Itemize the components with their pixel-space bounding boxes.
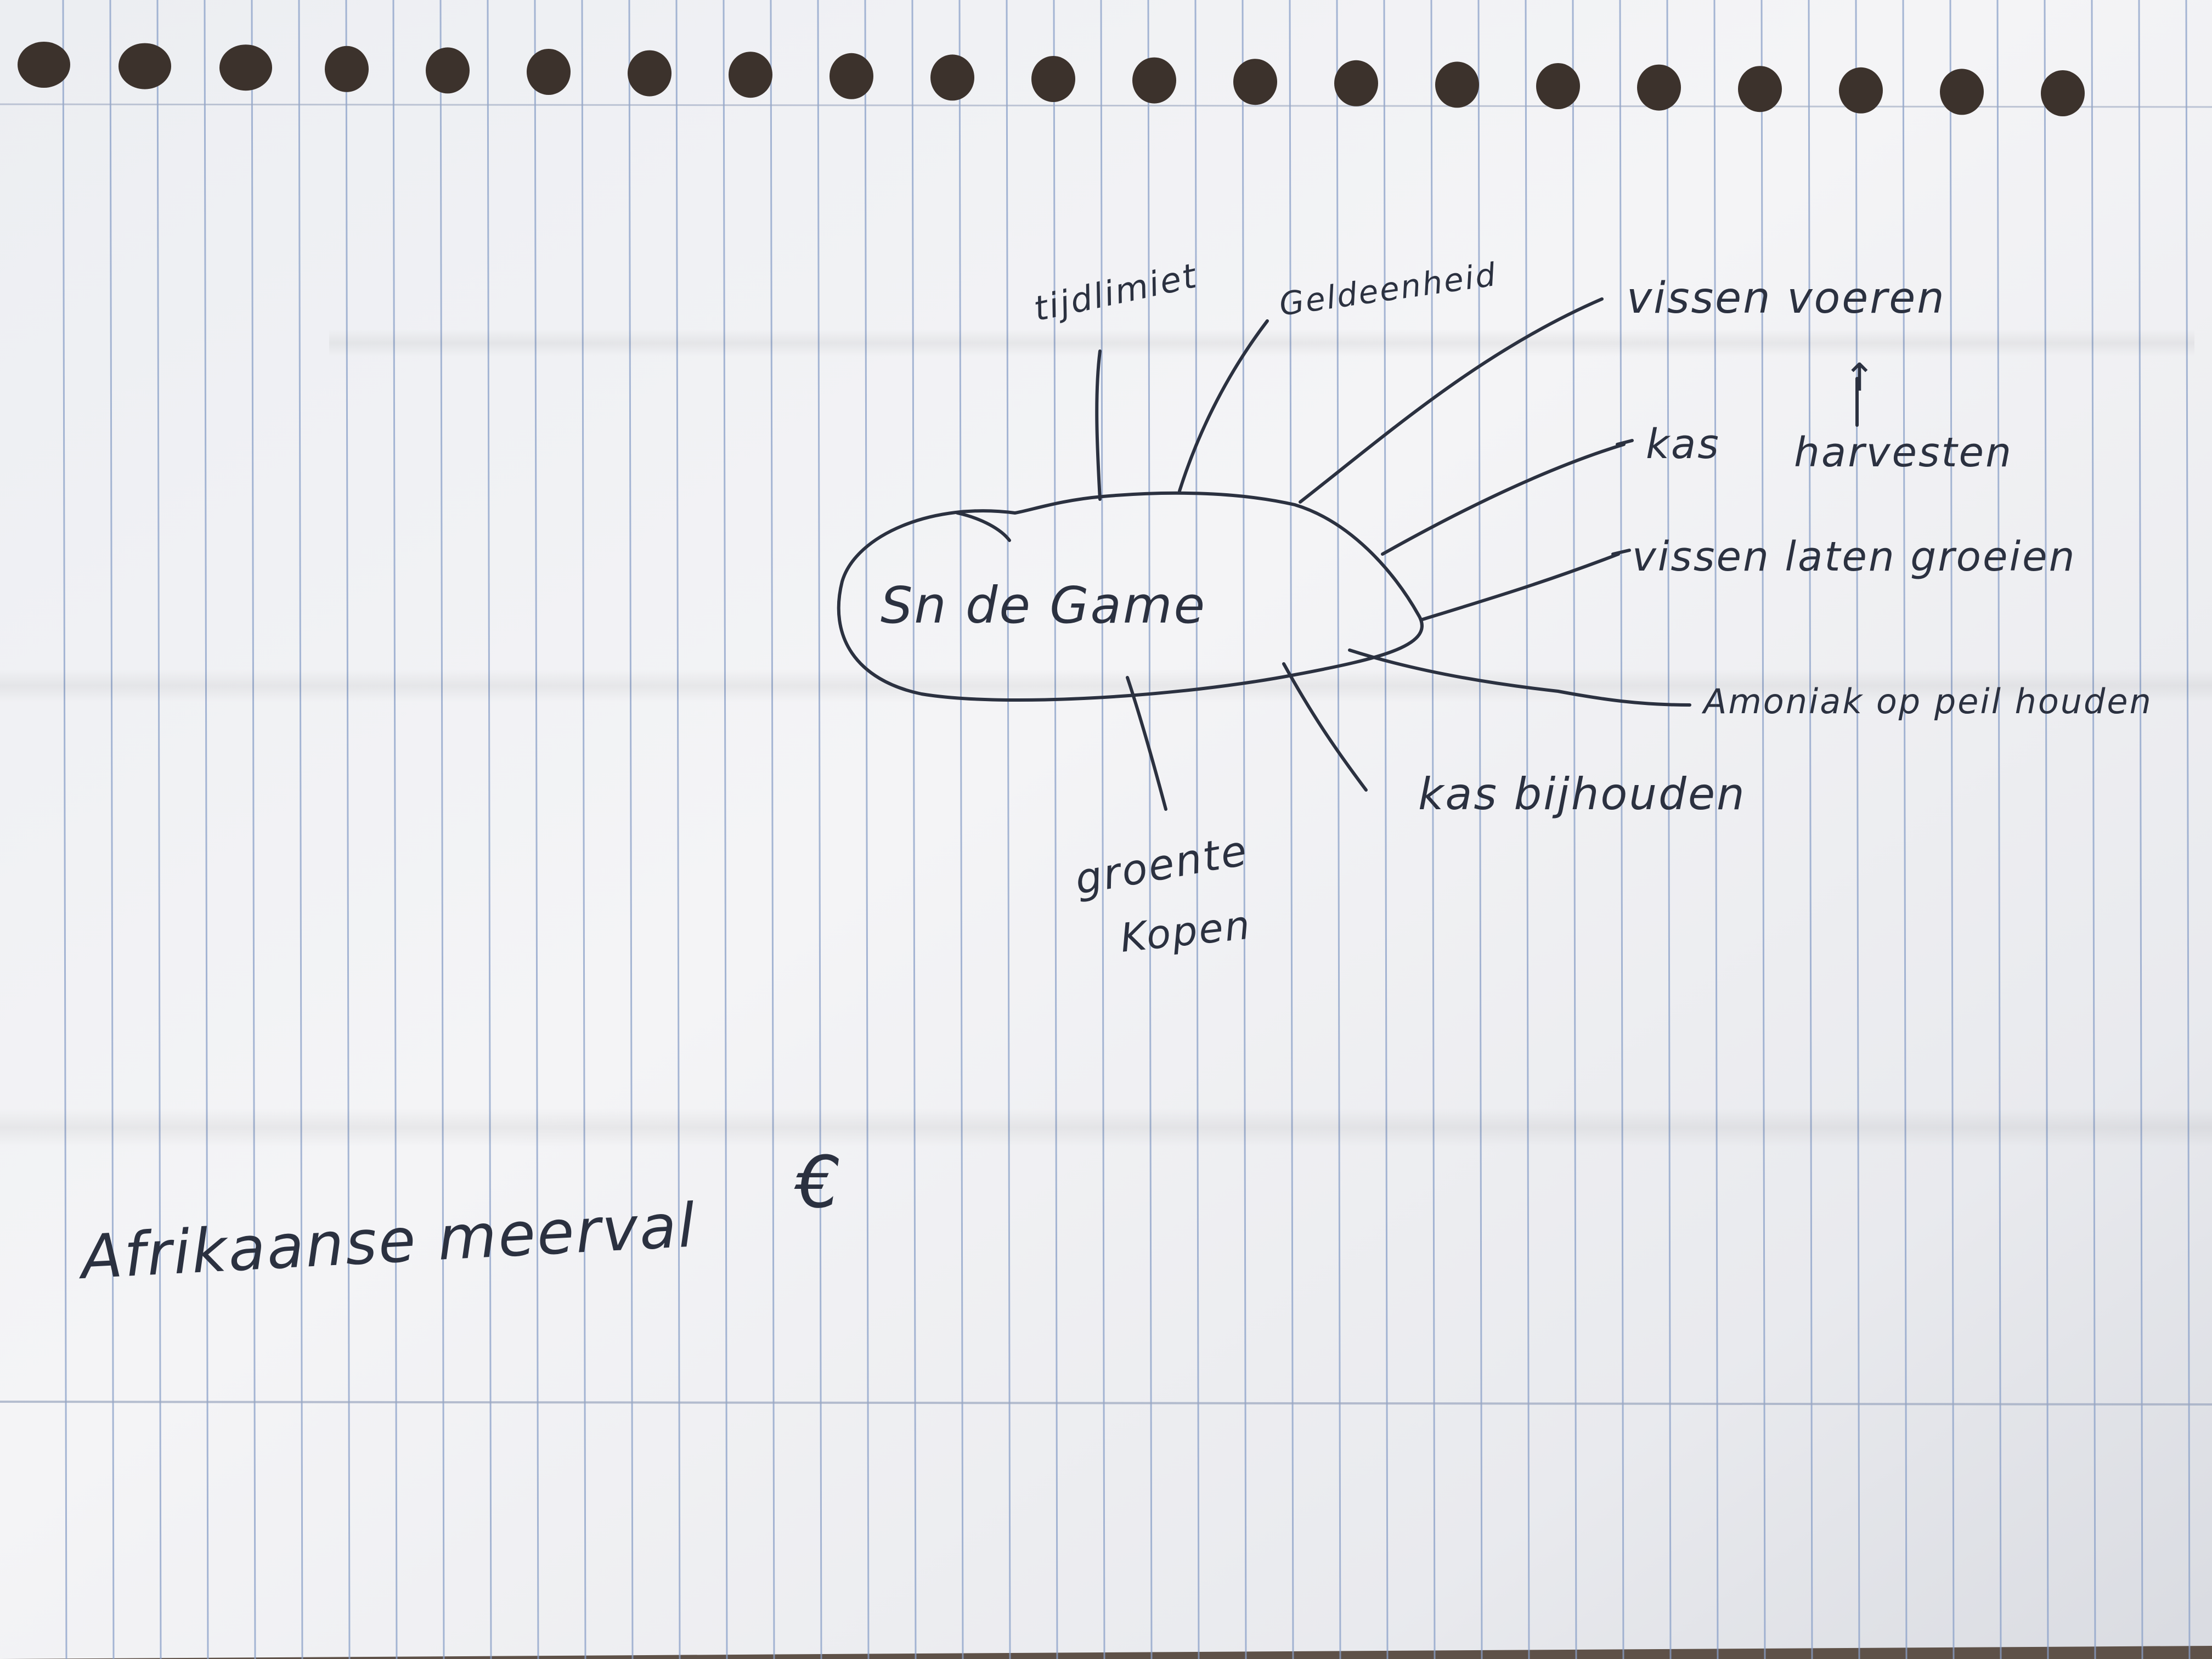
center-bubble	[837, 491, 1424, 702]
top-margin-line	[0, 103, 2212, 108]
binder-hole	[325, 46, 369, 92]
connector-vissen-voeren	[1299, 297, 1604, 504]
binder-hole	[1940, 69, 1984, 115]
rule-line	[723, 0, 728, 1659]
rule-line	[298, 0, 303, 1659]
fold-crease	[0, 1108, 2212, 1147]
rule-line	[392, 0, 398, 1659]
binder-hole	[729, 52, 772, 98]
rule-line	[1242, 0, 1247, 1659]
ruled-lines	[62, 0, 2191, 1659]
bottom-margin-line	[0, 1401, 2212, 1406]
rule-line	[1147, 0, 1153, 1659]
connector-groente	[1126, 676, 1167, 811]
rule-line	[1336, 0, 1341, 1659]
rule-line	[109, 0, 115, 1659]
rule-line	[2138, 0, 2143, 1659]
binder-hole	[1334, 60, 1378, 106]
rule-line	[251, 0, 256, 1659]
binder-hole	[830, 53, 873, 99]
rule-line	[1949, 0, 1955, 1659]
label-vissen-laten-groeien: vissen laten groeien	[1632, 533, 2076, 580]
rule-line	[1619, 0, 1624, 1659]
binder-hole	[527, 49, 571, 95]
harvesten-arrow-icon: ↑	[1843, 355, 1877, 400]
center-label: Sn de Game	[881, 576, 1206, 635]
binder-hole	[2041, 70, 2085, 116]
binder-hole	[1233, 59, 1277, 105]
rule-line	[864, 0, 870, 1659]
rule-line	[1996, 0, 2002, 1659]
binder-hole	[119, 43, 171, 89]
rule-line	[1855, 0, 1860, 1659]
rule-line	[1477, 0, 1483, 1659]
binder-hole	[1132, 57, 1176, 104]
rule-line	[1808, 0, 1813, 1659]
rule-line	[628, 0, 634, 1659]
rule-line	[62, 0, 67, 1659]
binder-hole	[1738, 66, 1782, 112]
label-kas-bijhouden: kas bijhouden	[1418, 769, 1746, 820]
rule-line	[770, 0, 775, 1659]
binder-hole	[1435, 61, 1479, 108]
binder-hole	[426, 47, 470, 94]
bullet-vissen-groeien	[1611, 549, 1631, 556]
euro-symbol: €	[794, 1141, 843, 1224]
connector-vissen-groeien	[1419, 552, 1620, 622]
rule-line	[1053, 0, 1058, 1659]
fold-crease	[329, 329, 2194, 357]
label-amoniak: Amoniak op peil houden	[1701, 681, 2153, 721]
connector-geldeenheid	[1178, 319, 1269, 493]
binder-hole	[1839, 67, 1883, 114]
connector-kas-bijhouden	[1282, 662, 1368, 792]
rule-line	[204, 0, 209, 1659]
binder-hole	[18, 42, 70, 88]
rule-line	[1760, 0, 1766, 1659]
connector-kas	[1381, 443, 1626, 556]
rule-line	[2185, 0, 2191, 1659]
rule-line	[1383, 0, 1389, 1659]
rule-line	[439, 0, 445, 1659]
connector-amoniak	[1348, 648, 1691, 707]
binder-holes	[18, 42, 2085, 116]
rule-line	[1525, 0, 1530, 1659]
connector-tijdlimiet	[1095, 349, 1102, 501]
rule-line	[2044, 0, 2049, 1659]
rule-line	[1902, 0, 1908, 1659]
binder-hole	[219, 44, 272, 91]
rule-line	[1430, 0, 1436, 1659]
rule-line	[1666, 0, 1672, 1659]
binder-hole	[1536, 63, 1580, 109]
rule-line	[2091, 0, 2096, 1659]
bullet-kas	[1616, 439, 1634, 446]
binder-hole	[1637, 64, 1681, 111]
label-harvesten: harvesten	[1794, 429, 2013, 476]
binder-hole	[1031, 56, 1075, 102]
label-vissen-voeren: vissen voeren	[1627, 274, 1946, 323]
rule-line	[1289, 0, 1294, 1659]
rule-line	[581, 0, 586, 1659]
rule-line	[1713, 0, 1719, 1659]
rule-line	[487, 0, 492, 1659]
rule-line	[1572, 0, 1577, 1659]
bubble-fold-mark	[956, 511, 1011, 542]
binder-hole	[628, 50, 672, 97]
binder-hole	[930, 54, 974, 101]
rule-line	[817, 0, 822, 1659]
rule-line	[345, 0, 351, 1659]
rule-line	[534, 0, 539, 1659]
rule-line	[675, 0, 681, 1659]
rule-line	[958, 0, 964, 1659]
rule-line	[1006, 0, 1011, 1659]
rule-line	[1100, 0, 1105, 1659]
label-kas: kas	[1646, 421, 1720, 468]
rule-line	[156, 0, 162, 1659]
rule-line	[1194, 0, 1200, 1659]
rule-line	[911, 0, 917, 1659]
